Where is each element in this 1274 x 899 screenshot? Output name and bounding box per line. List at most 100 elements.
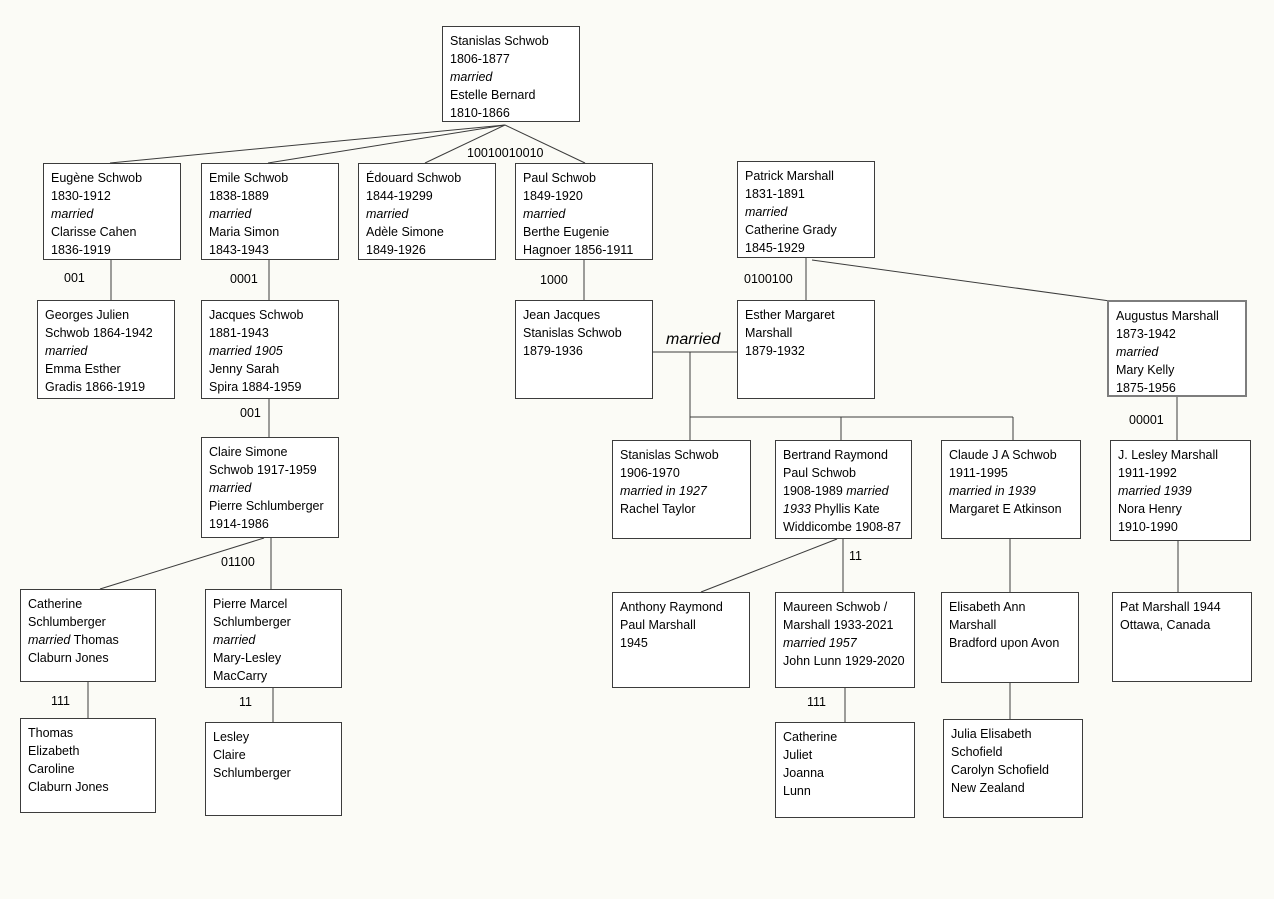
person-box-line: Paul Schwob <box>783 466 856 480</box>
person-box-line: Marshall 1933-2021 <box>783 618 894 632</box>
person-box-line: Bradford upon Avon <box>949 636 1060 650</box>
person-box-line: 1831-1891 <box>745 187 805 201</box>
person-box-line: Pierre Marcel <box>213 597 288 611</box>
person-box-line: Berthe Eugenie <box>523 225 610 239</box>
connector-line <box>504 124 586 164</box>
person-box-line: Emile Schwob <box>209 171 289 185</box>
edge-label-pierre: 11 <box>239 695 252 709</box>
person-box-line: Esther Margaret <box>745 308 835 322</box>
person-box-line: Marshall <box>949 618 997 632</box>
person-box-line: 1844-19299 <box>366 189 433 203</box>
person-box-line: Paul Schwob <box>523 171 596 185</box>
person-box-line: 1879-1932 <box>745 344 805 358</box>
edge-label-claire: 01100 <box>221 555 255 569</box>
connector-line <box>424 124 506 164</box>
person-box-line: 1911-1995 <box>949 466 1008 480</box>
person-box-line: Juliet <box>783 748 813 762</box>
person-box-line: 1945 <box>620 636 648 650</box>
person-box-line: married <box>209 207 252 221</box>
person-box-line: Jenny Sarah <box>209 362 280 376</box>
person-box-line: Caroline <box>28 762 75 776</box>
edge-label-emile: 0001 <box>230 272 258 286</box>
person-box-line: 1806-1877 <box>450 52 510 66</box>
person-box-line: married <box>745 205 788 219</box>
person-box-line: married in 1939 <box>949 484 1036 498</box>
person-box-line: Nora Henry <box>1118 502 1182 516</box>
person-box-line: Stanislas Schwob <box>450 34 549 48</box>
person-box-line: 1881-1943 <box>209 326 269 340</box>
person-box-line: Eugène Schwob <box>51 171 143 185</box>
person-box-line: Elisabeth Ann <box>949 600 1026 614</box>
person-box-line: married <box>1116 345 1159 359</box>
person-box-line: Claburn Jones <box>28 780 109 794</box>
person-box-line: Thomas <box>28 726 74 740</box>
edge-label-maureen: 111 <box>807 695 827 709</box>
person-box-line: 1910-1990 <box>1118 520 1178 534</box>
person-box-line: Georges Julien <box>45 308 130 322</box>
person-box-line: 1849-1920 <box>523 189 583 203</box>
person-box-line: Édouard Schwob <box>366 171 462 185</box>
person-box-line: J. Lesley Marshall <box>1118 448 1219 462</box>
person-box-line: married 1957 <box>783 636 857 650</box>
person-box-line: Jean Jacques <box>523 308 601 322</box>
person-box-line: Schwob 1864-1942 <box>45 326 153 340</box>
person-box-line: MacCarry <box>213 669 268 683</box>
person-box-line: Jacques Schwob <box>209 308 304 322</box>
person-box-line: Mary Kelly <box>1116 363 1175 377</box>
edge-label-augustus: 00001 <box>1129 413 1164 427</box>
person-box-line: Stanislas Schwob <box>523 326 622 340</box>
person-box-line: Hagnoer 1856-1911 <box>523 243 634 257</box>
person-box-line: Pierre Schlumberger <box>209 499 324 513</box>
person-box-line: Julia Elisabeth <box>951 727 1032 741</box>
person-box-line: 1879-1936 <box>523 344 583 358</box>
person-box-line: Carolyn Schofield <box>951 763 1049 777</box>
connector-line <box>811 259 1111 302</box>
person-box-line: 1875-1956 <box>1116 381 1176 395</box>
person-box-line: Anthony Raymond <box>620 600 723 614</box>
edge-label-bertrand: 11 <box>849 549 862 563</box>
person-box-line: Joanna <box>783 766 825 780</box>
person-box-line: 1845-1929 <box>745 241 805 255</box>
edge-label-paul: 1000 <box>540 273 568 287</box>
edge-label-patrick: 0100100 <box>744 272 793 286</box>
person-box-line: Emma Esther <box>45 362 121 376</box>
married-label: married <box>666 331 721 348</box>
person-box-line: Margaret E Atkinson <box>949 502 1062 516</box>
person-box-line: Lesley <box>213 730 250 744</box>
person-box-line: Marshall <box>745 326 793 340</box>
connector-line <box>700 538 838 593</box>
edge-label-jacques: 001 <box>240 406 261 420</box>
person-box-line: married 1905 <box>209 344 283 358</box>
person-box-line: Elizabeth <box>28 744 80 758</box>
person-box-line: Spira 1884-1959 <box>209 380 302 394</box>
person-box-line: 1838-1889 <box>209 189 269 203</box>
person-box-line: married <box>450 70 493 84</box>
